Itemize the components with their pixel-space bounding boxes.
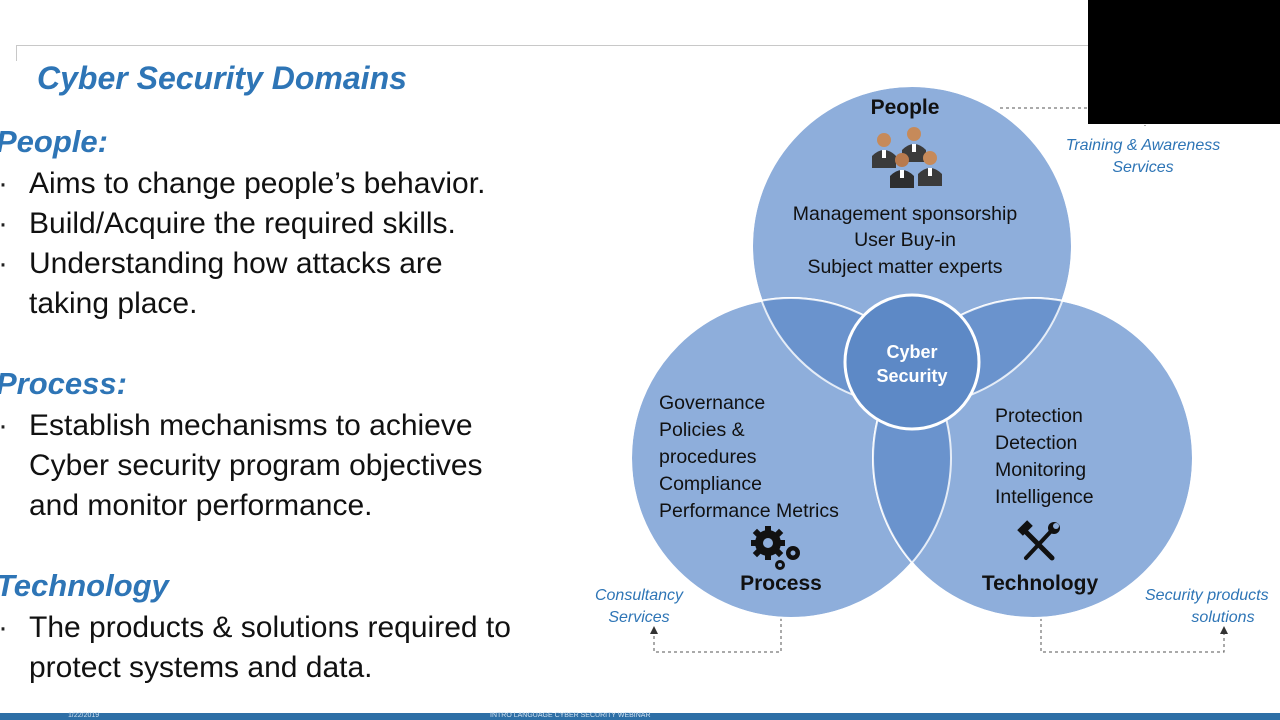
people-item: Management sponsorship bbox=[793, 203, 1018, 225]
process-callout-line bbox=[653, 600, 782, 653]
technology-item: Monitoring bbox=[995, 459, 1086, 481]
bullet-text: The products & solutions required to bbox=[29, 611, 511, 644]
bullet-text-continued: and monitor performance. bbox=[29, 489, 373, 522]
bullet-text-continued: taking place. bbox=[29, 287, 198, 320]
footer-date: 1/22/2019 bbox=[68, 712, 100, 719]
slide-title: Cyber Security Domains bbox=[37, 60, 407, 96]
technology-item: Detection bbox=[995, 432, 1077, 454]
section-heading-technology: Technology bbox=[0, 568, 169, 603]
process-title: Process bbox=[740, 572, 822, 595]
center-label-line2: Security bbox=[876, 366, 947, 386]
technology-callout-arrow bbox=[1220, 626, 1228, 634]
tools-icon bbox=[1017, 520, 1060, 561]
process-callout-arrow bbox=[650, 626, 658, 634]
people-callout-line1: Training & Awareness bbox=[1066, 137, 1220, 154]
process-item: Compliance bbox=[659, 473, 762, 495]
bullet-text-continued: protect systems and data. bbox=[29, 651, 373, 684]
bullet-marker: · bbox=[0, 204, 8, 244]
bullet-marker: · bbox=[0, 406, 8, 446]
slide-footer-bar: 1/22/2019 INTRO LANGUAGE CYBER SECURITY … bbox=[0, 712, 1280, 720]
bullet-marker: · bbox=[0, 164, 8, 204]
people-callout-line2: Services bbox=[1112, 159, 1173, 176]
process-callout-line1: Consultancy bbox=[595, 587, 684, 604]
process-callout-line2: Services bbox=[608, 609, 669, 626]
video-overlay-box bbox=[1088, 0, 1280, 124]
technology-callout-line bbox=[1040, 600, 1225, 653]
process-item: Policies & bbox=[659, 419, 745, 441]
bullet-text: Establish mechanisms to achieve bbox=[29, 409, 473, 442]
technology-title: Technology bbox=[982, 572, 1099, 595]
technology-callout-line2: solutions bbox=[1191, 609, 1254, 626]
bullet-text: Build/Acquire the required skills. bbox=[29, 207, 456, 240]
section-heading-people: People: bbox=[0, 124, 108, 159]
technology-item: Intelligence bbox=[995, 486, 1094, 508]
bullet-text: Aims to change people’s behavior. bbox=[29, 167, 486, 200]
process-item: procedures bbox=[659, 446, 757, 468]
cyber-security-center bbox=[843, 293, 981, 431]
technology-callout-line1: Security products bbox=[1145, 587, 1269, 604]
bullet-marker: · bbox=[0, 608, 8, 648]
process-item: Governance bbox=[659, 392, 765, 414]
process-item: Performance Metrics bbox=[659, 500, 839, 522]
header-rule bbox=[16, 45, 1096, 46]
bullet-marker: · bbox=[0, 244, 8, 284]
header-rule-corner bbox=[16, 45, 17, 61]
center-label-line1: Cyber bbox=[886, 342, 937, 362]
people-item: User Buy-in bbox=[854, 229, 956, 251]
footer-title: INTRO LANGUAGE CYBER SECURITY WEBINAR bbox=[490, 712, 651, 719]
gears-icon bbox=[751, 526, 800, 570]
bullet-text: Understanding how attacks are bbox=[29, 247, 443, 280]
people-item: Subject matter experts bbox=[807, 256, 1002, 278]
people-title: People bbox=[871, 96, 940, 119]
bullet-text-continued: Cyber security program objectives bbox=[29, 449, 483, 482]
people-group-icon bbox=[872, 127, 942, 188]
section-heading-process: Process: bbox=[0, 366, 127, 401]
technology-item: Protection bbox=[995, 405, 1083, 427]
